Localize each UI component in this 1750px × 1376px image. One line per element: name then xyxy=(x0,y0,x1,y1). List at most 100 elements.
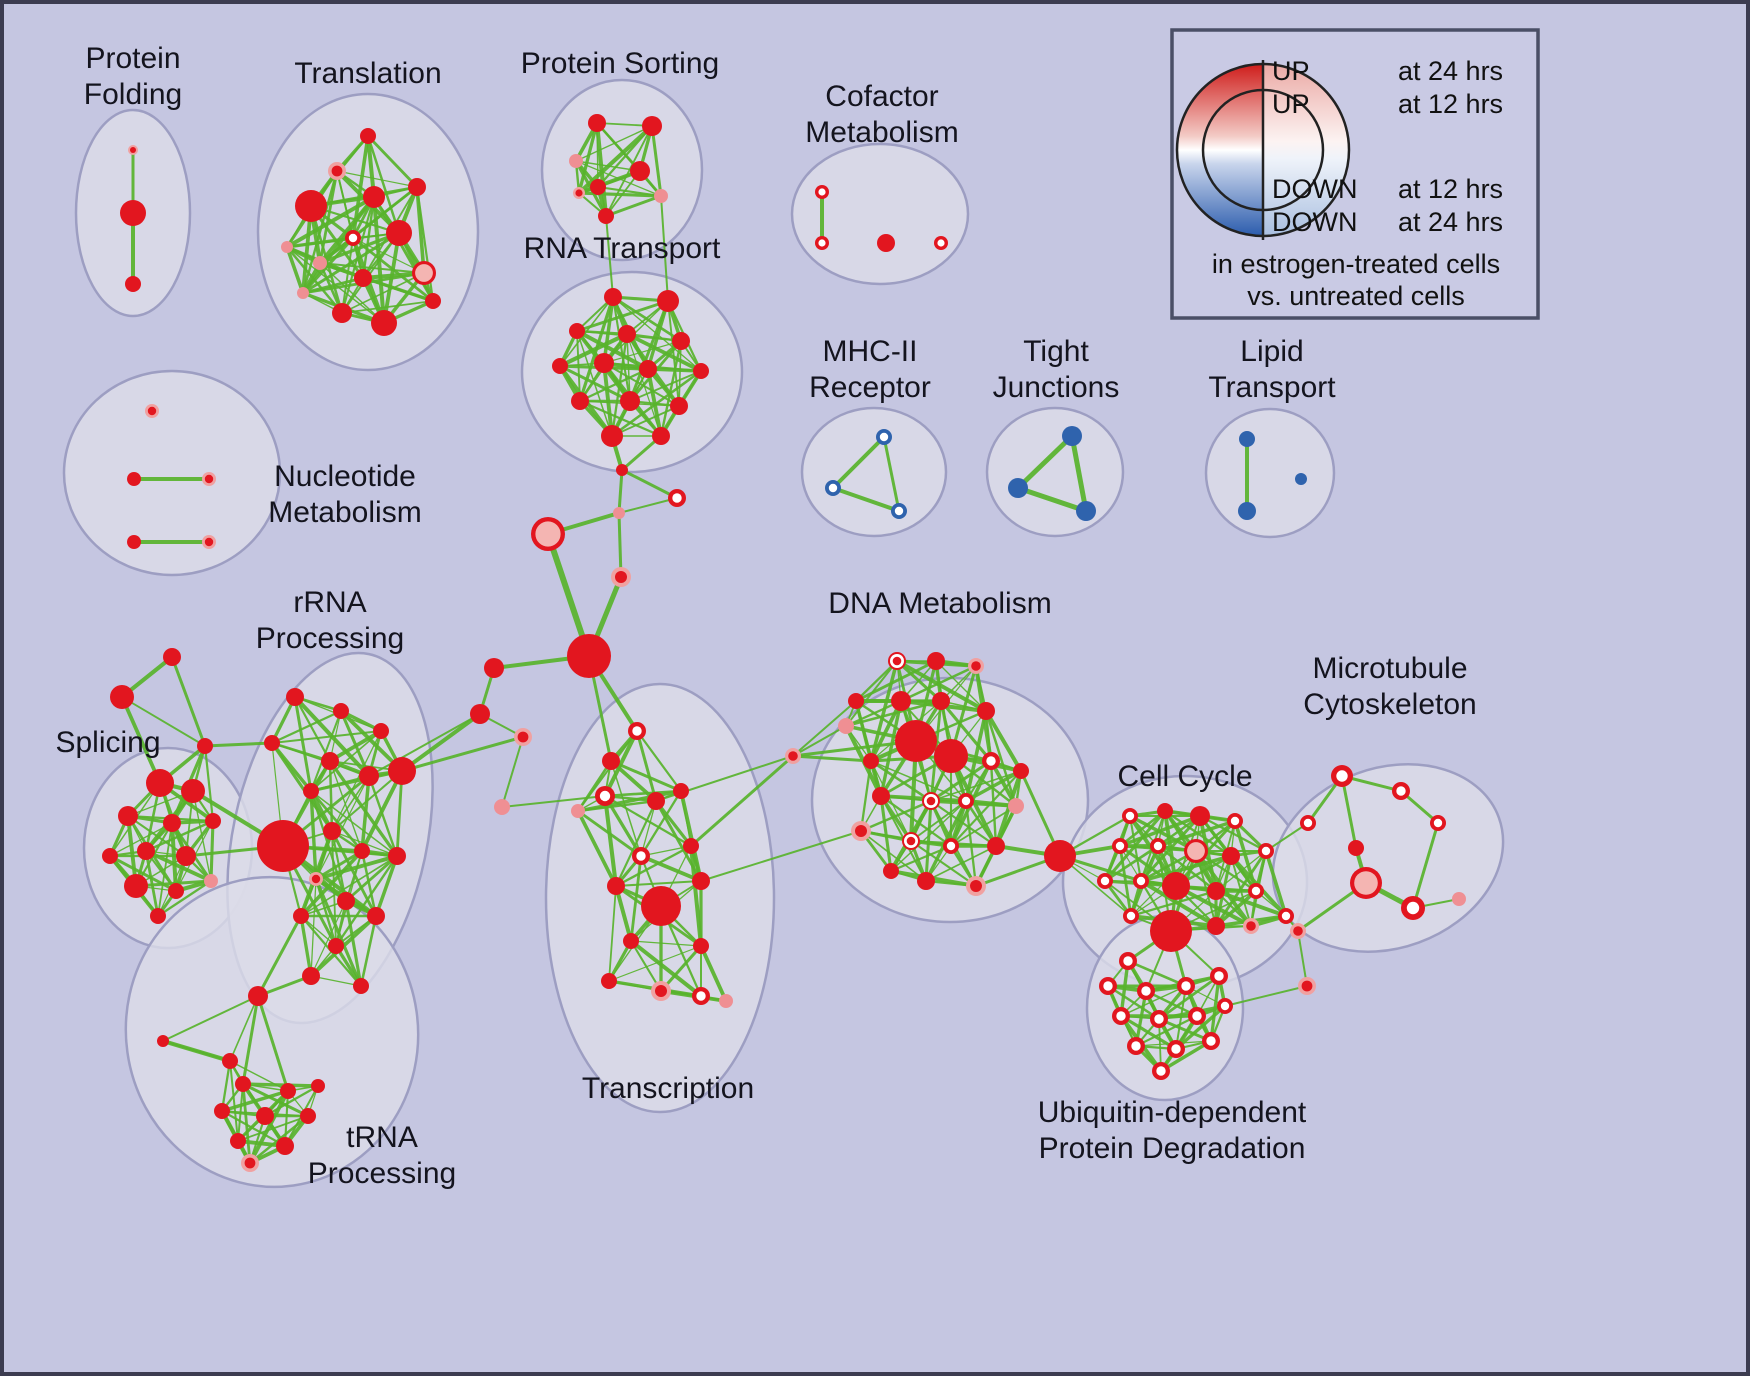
network-edge xyxy=(617,468,624,515)
cluster-label-mhc-ii-receptor: Receptor xyxy=(809,371,931,404)
network-edge xyxy=(964,769,1023,803)
gene-node-ringRed xyxy=(1150,1010,1168,1028)
network-edge xyxy=(608,945,702,982)
network-edge xyxy=(635,729,683,793)
network-edge xyxy=(270,709,343,745)
cluster-ellipse-rna-transport xyxy=(520,270,744,474)
cluster-label-lipid-transport: Transport xyxy=(1208,371,1336,404)
network-edge xyxy=(660,195,669,302)
network-edge xyxy=(1126,959,1188,988)
gene-node-red xyxy=(607,877,625,895)
network-edge xyxy=(625,332,683,343)
network-edge xyxy=(659,339,683,438)
network-edge xyxy=(309,789,318,881)
network-edge xyxy=(209,819,215,883)
gene-node-red xyxy=(672,332,690,350)
network-edge xyxy=(889,844,953,873)
network-edge xyxy=(220,1059,232,1113)
network-edge xyxy=(229,1060,239,1142)
network-edge xyxy=(1015,433,1075,491)
gene-node-ringRed xyxy=(1150,838,1166,854)
gene-node-red xyxy=(1222,847,1240,865)
gene-node-ringRed xyxy=(1177,977,1195,995)
cluster-label-tight-junctions: Tight xyxy=(1023,335,1089,368)
cluster-label-trna-processing: Processing xyxy=(308,1157,456,1190)
gene-node-pinkRing xyxy=(309,872,323,886)
gene-node-red xyxy=(256,1107,274,1125)
network-edge xyxy=(360,849,378,918)
gene-node-red xyxy=(293,908,309,924)
network-edge xyxy=(328,759,399,858)
gene-node-ringRed xyxy=(1097,873,1113,889)
network-edge xyxy=(608,885,617,982)
network-edge xyxy=(203,741,274,748)
gene-node-ringRed xyxy=(1248,883,1264,899)
network-edge xyxy=(930,770,1022,802)
gene-node-red xyxy=(181,779,205,803)
gene-node-ringRed xyxy=(628,722,646,740)
gene-node-ringBlue xyxy=(876,429,892,445)
gene-node-red xyxy=(127,535,141,549)
network-edge xyxy=(366,134,419,189)
gene-node-whiteRing xyxy=(902,832,920,850)
network-edge xyxy=(628,299,670,403)
gene-node-red xyxy=(102,848,118,864)
gene-node-red xyxy=(1207,917,1225,935)
gene-node-ringRed xyxy=(1278,908,1294,924)
network-edge xyxy=(678,340,682,407)
network-edge xyxy=(144,819,215,853)
gene-node-red xyxy=(470,704,490,724)
network-edge xyxy=(314,854,399,881)
network-edge xyxy=(220,1089,290,1113)
network-edge xyxy=(831,435,886,490)
gene-node-red xyxy=(321,752,339,770)
network-edge xyxy=(603,340,682,364)
network-edge xyxy=(844,699,943,728)
network-edge xyxy=(127,815,187,857)
gene-node-red xyxy=(883,863,899,879)
legend-circle-right-half xyxy=(1263,64,1349,236)
gene-node-red xyxy=(1348,840,1364,856)
network-edge xyxy=(374,854,399,918)
network-edge xyxy=(895,659,988,713)
network-edge xyxy=(329,760,363,852)
gene-node-red xyxy=(295,190,327,222)
gene-node-red xyxy=(1044,840,1076,872)
network-edge xyxy=(909,839,978,888)
gene-node-red xyxy=(598,208,614,224)
gene-node-ringRed xyxy=(1392,782,1410,800)
network-edge xyxy=(557,331,630,369)
gene-node-red xyxy=(157,1035,169,1047)
gene-node-pinkRing xyxy=(611,567,631,587)
cluster-label-nucleotide-metabolism: Nucleotide xyxy=(274,460,416,493)
gene-node-pinkRing xyxy=(514,728,532,746)
gene-node-ringRed xyxy=(1331,765,1353,787)
network-edge xyxy=(229,995,259,1062)
network-edge xyxy=(879,699,903,798)
network-edge xyxy=(620,468,679,500)
gene-node-red xyxy=(590,179,606,195)
network-edge xyxy=(869,699,903,763)
cluster-ellipse-lipid-transport xyxy=(1204,407,1336,539)
network-edge xyxy=(929,799,998,848)
network-edge xyxy=(629,939,703,998)
network-edge xyxy=(319,262,425,274)
network-edge xyxy=(283,1089,290,1148)
network-edge xyxy=(575,160,641,172)
network-edge xyxy=(635,729,658,803)
network-edge xyxy=(309,769,404,793)
gene-node-blue xyxy=(1062,426,1082,446)
network-edge xyxy=(157,822,173,917)
network-edge xyxy=(400,712,482,773)
gene-node-red xyxy=(146,769,174,797)
gene-node-ringRed xyxy=(632,847,650,865)
network-edge xyxy=(1214,889,1288,918)
gene-node-pinkRing xyxy=(145,404,159,418)
gene-node-ringRed xyxy=(982,752,1000,770)
cluster-label-rrna-processing: rRNA xyxy=(293,586,366,619)
network-edge xyxy=(963,798,1019,809)
gene-node-red xyxy=(639,360,657,378)
network-edge xyxy=(614,884,633,943)
network-edge xyxy=(576,809,618,888)
network-edge xyxy=(341,232,400,314)
